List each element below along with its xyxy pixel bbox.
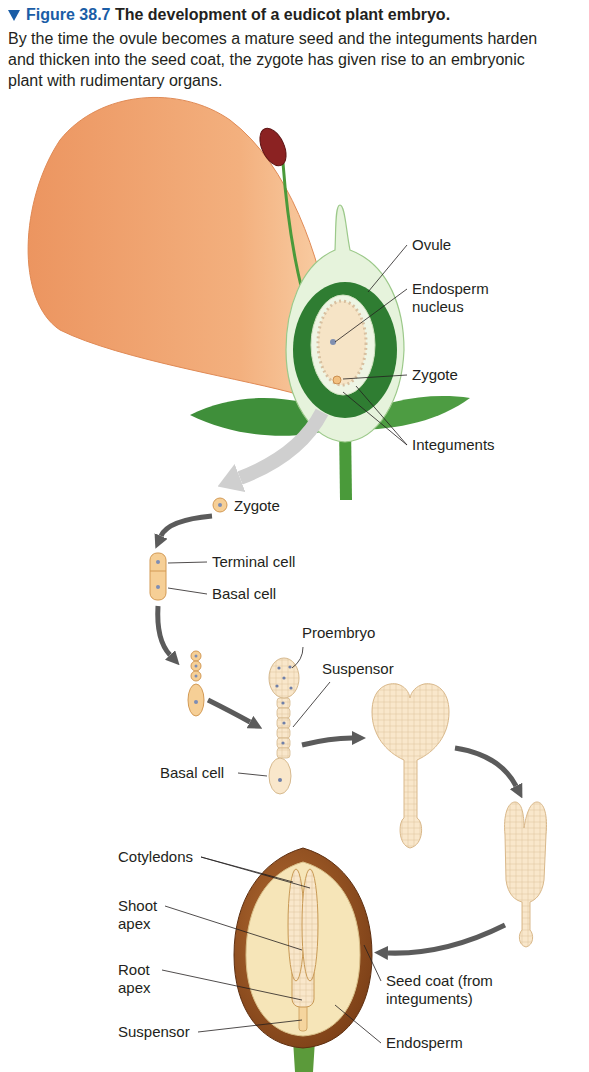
- mature-seed: [246, 862, 360, 1036]
- four-cell-stage: [195, 655, 198, 658]
- stamen: [255, 124, 292, 170]
- leader-line: [201, 857, 310, 888]
- stage-arrow: [158, 516, 516, 953]
- title-triangle: [8, 10, 20, 21]
- leader-line: [162, 970, 302, 1000]
- leader-line: [162, 245, 407, 1043]
- leader-line: [168, 588, 207, 594]
- four-cell-stage: [195, 675, 198, 678]
- stage-arrow: [388, 925, 505, 953]
- zygote-cell: [213, 498, 227, 512]
- part-label: Endosperm nucleus: [412, 280, 512, 316]
- part-label: Zygote: [234, 497, 280, 515]
- leader-line: [343, 392, 407, 445]
- proembryo-stage: [269, 658, 299, 794]
- zygote-cell: [218, 503, 222, 507]
- proembryo-stage: [277, 708, 290, 718]
- heart-stage-embryo: [372, 684, 449, 848]
- proembryo-stage: [277, 748, 290, 758]
- figure-caption: By the time the ovule becomes a mature s…: [8, 28, 548, 91]
- proembryo-stage: [275, 684, 278, 687]
- two-cell-stage: [150, 553, 166, 600]
- proembryo-stage: [269, 758, 291, 794]
- part-label: Seed coat (from integuments): [386, 972, 516, 1008]
- part-label: Suspensor: [118, 1023, 190, 1041]
- proembryo-stage: [277, 728, 290, 738]
- leader-line: [335, 289, 407, 342]
- stage-arrow: [302, 738, 352, 745]
- pistil: [286, 205, 404, 442]
- two-cell-stage: [156, 585, 160, 589]
- proembryo-stage: [277, 666, 280, 669]
- part-label: Zygote: [412, 366, 458, 384]
- leader-line: [364, 945, 381, 981]
- four-cell-stage: [188, 684, 204, 716]
- pistil: [286, 205, 404, 442]
- four-cell-stage: [191, 671, 201, 681]
- torpedo-stage-embryo: [505, 802, 547, 947]
- leader-line: [368, 245, 407, 292]
- four-cell-stage: [195, 665, 198, 668]
- pistil: [318, 301, 366, 385]
- part-label: Terminal cell: [212, 553, 295, 571]
- title-triangle: [8, 10, 20, 21]
- figure-title-text: The development of a eudicot plant embry…: [110, 6, 450, 23]
- leader-line: [356, 386, 407, 445]
- figure-title: Figure 38.7 The development of a eudicot…: [26, 5, 450, 25]
- mature-seed: [302, 869, 318, 981]
- pistil: [311, 295, 375, 395]
- proembryo-stage: [277, 718, 290, 728]
- proembryo-stage: [288, 665, 291, 668]
- proembryo-stage: [282, 676, 285, 679]
- stage-arrow: [455, 748, 516, 786]
- part-label: Suspensor: [322, 660, 394, 678]
- stage-arrow: [158, 606, 170, 655]
- part-label: Basal cell: [160, 764, 224, 782]
- part-label: Proembryo: [302, 624, 375, 642]
- leader-line: [293, 682, 330, 727]
- two-cell-stage: [156, 560, 160, 564]
- proembryo-stage: [277, 738, 290, 748]
- leader-line: [292, 647, 303, 668]
- part-label: Integuments: [412, 436, 495, 454]
- stage-arrow: [208, 700, 250, 722]
- part-label: Basal cell: [212, 585, 276, 603]
- leader-line: [238, 773, 267, 776]
- transition-arrow: [240, 412, 322, 478]
- part-label: Endosperm: [386, 1034, 463, 1052]
- part-label: Root apex: [118, 961, 178, 997]
- part-label: Cotyledons: [118, 848, 193, 866]
- stage-arrow: [161, 516, 212, 536]
- leader-line: [343, 375, 407, 379]
- proembryo-stage: [281, 701, 284, 704]
- proembryo-stage: [269, 658, 299, 698]
- leader-line: [165, 906, 302, 950]
- torpedo-stage-embryo: [505, 802, 547, 947]
- four-cell-stage: [188, 651, 204, 716]
- four-cell-stage: [191, 661, 201, 671]
- pistil: [293, 282, 397, 418]
- leader-line: [335, 1005, 381, 1043]
- proembryo-stage: [281, 741, 284, 744]
- leader-line: [198, 1020, 302, 1032]
- two-cell-stage: [150, 571, 166, 572]
- mature-seed: [234, 848, 372, 1072]
- proembryo-stage: [282, 721, 285, 724]
- four-cell-stage: [191, 651, 201, 661]
- part-label: Shoot apex: [118, 897, 178, 933]
- part-label: Ovule: [412, 236, 451, 254]
- proembryo-stage: [277, 698, 290, 708]
- proembryo-stage: [278, 778, 282, 782]
- two-cell-stage: [150, 553, 166, 600]
- pistil: [333, 376, 341, 384]
- zygote-cell: [213, 498, 227, 512]
- figure-number: Figure 38.7: [26, 6, 110, 23]
- leader-line: [168, 562, 207, 563]
- proembryo-stage: [289, 686, 292, 689]
- transition-arrow: [240, 412, 322, 478]
- four-cell-stage: [194, 700, 198, 704]
- heart-stage-embryo: [372, 684, 449, 848]
